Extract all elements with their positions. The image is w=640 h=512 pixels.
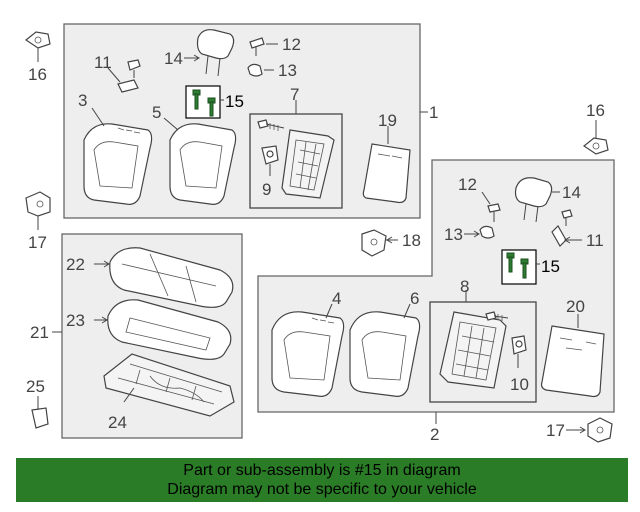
callout-11-right: 11	[586, 231, 604, 250]
nut-11-right	[561, 209, 573, 226]
bolt-12-right	[481, 191, 501, 222]
callout-21: 21	[30, 323, 49, 342]
callout-16-left: 16	[28, 65, 47, 84]
headrest-14-upper	[196, 29, 235, 77]
bracket-16-left	[24, 31, 51, 62]
callout-15-right: 15	[541, 257, 560, 276]
cushion-22	[109, 247, 234, 308]
back-panel-20	[540, 325, 605, 398]
nut-13-upper	[247, 63, 274, 77]
seatback-4	[271, 311, 345, 397]
cushion-pad-23	[107, 299, 232, 360]
callout-14-upper: 14	[164, 49, 183, 68]
bracket-17-right	[566, 417, 613, 443]
bolt-15-right	[506, 252, 529, 279]
callout-25: 25	[26, 377, 45, 396]
clip-11-upper	[107, 67, 139, 93]
bolt-8	[485, 311, 509, 321]
callout-3: 3	[78, 91, 87, 110]
info-banner-line-2: Diagram may not be specific to your vehi…	[167, 481, 477, 498]
nut-13-left	[127, 59, 141, 78]
headrest-14-right	[514, 177, 553, 223]
info-banner: Part or sub-assembly is #15 in diagram D…	[16, 458, 628, 502]
bracket-17-left	[25, 191, 51, 230]
info-banner-line-1: Part or sub-assembly is #15 in diagram	[183, 462, 461, 479]
cushion-frame-24	[103, 353, 235, 417]
part-15-box-upper	[185, 85, 221, 119]
bracket-16-right	[582, 120, 609, 155]
callout-22: 22	[66, 255, 85, 274]
callout-9: 9	[262, 180, 271, 199]
bolt-12-upper	[249, 37, 278, 56]
callout-7: 7	[290, 85, 299, 104]
seatback-6	[349, 311, 421, 397]
seat-frame-7	[281, 129, 335, 199]
seatback-5	[169, 123, 237, 205]
latch-10	[511, 335, 527, 368]
clip-11-right	[551, 225, 582, 247]
callout-12-upper: 12	[282, 35, 301, 54]
bolt-15-upper	[192, 89, 216, 117]
callout-8: 8	[460, 277, 469, 296]
callout-23: 23	[66, 311, 85, 330]
callout-19: 19	[378, 111, 397, 130]
bracket-18	[361, 229, 398, 257]
bolt-7	[257, 119, 285, 131]
callout-17-right: 17	[546, 421, 565, 440]
callout-17-left: 17	[28, 233, 47, 252]
callout-14-right: 14	[562, 183, 581, 202]
callout-24: 24	[108, 413, 127, 432]
callout-6: 6	[410, 289, 419, 308]
callout-15-upper: 15	[225, 92, 244, 111]
seat-frame-8	[439, 311, 507, 389]
callout-12-right: 12	[458, 175, 477, 194]
callout-2: 2	[430, 425, 439, 444]
callout-18: 18	[402, 231, 421, 250]
seatback-3	[83, 123, 153, 205]
callout-1: 1	[429, 103, 438, 122]
part-15-box-right	[501, 249, 537, 285]
callout-13-upper: 13	[278, 61, 297, 80]
callout-11-upper: 11	[94, 53, 112, 72]
nut-13-right	[464, 225, 495, 239]
callout-10: 10	[510, 375, 529, 394]
callout-16-right: 16	[586, 101, 605, 120]
back-panel-19	[362, 143, 411, 204]
callout-13-right: 13	[444, 225, 463, 244]
callout-4: 4	[332, 289, 341, 308]
callout-20: 20	[566, 297, 585, 316]
latch-9	[261, 145, 279, 176]
callout-5: 5	[152, 103, 161, 122]
clip-25	[31, 396, 49, 429]
